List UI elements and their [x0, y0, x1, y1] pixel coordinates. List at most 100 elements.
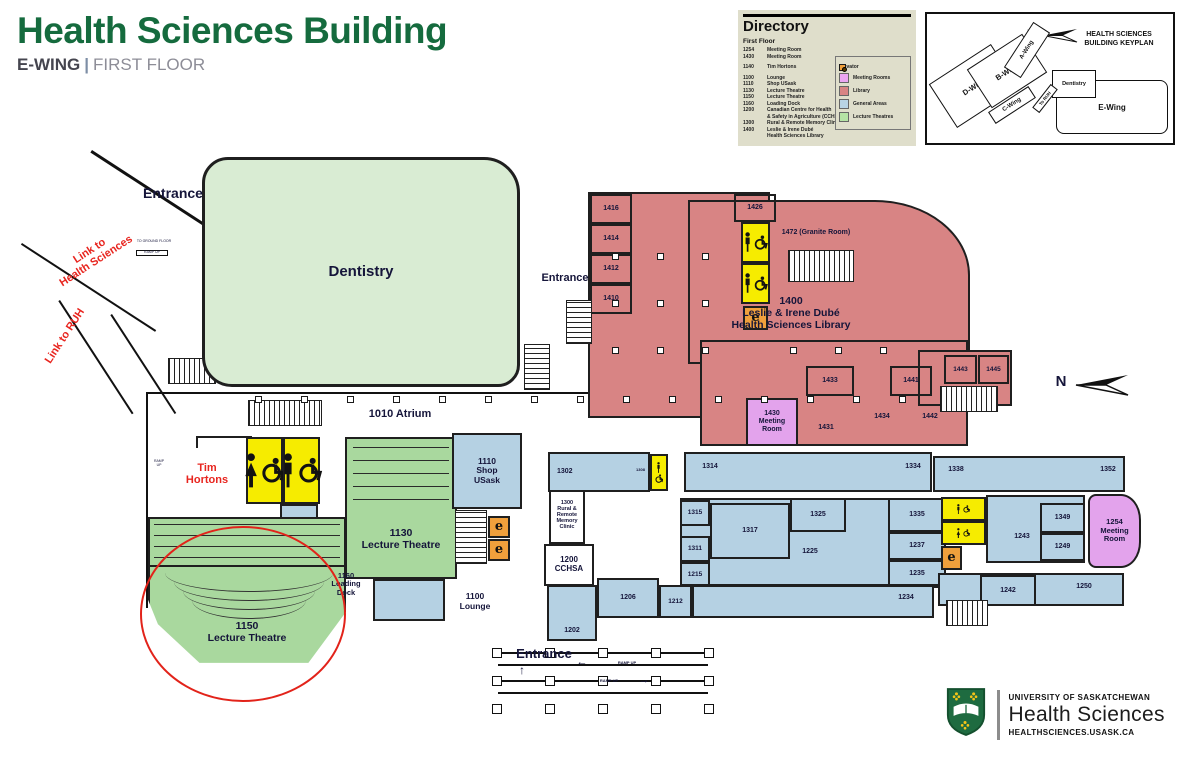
label-granite-room-text: 1472 (Granite Room) — [781, 229, 851, 236]
elevator: e — [743, 306, 768, 330]
pillar-dot — [657, 300, 664, 307]
label-1250: 1250 — [1062, 583, 1106, 591]
ramp-pillar — [651, 676, 661, 686]
male-icon — [743, 232, 752, 253]
pillar-dot — [612, 347, 619, 354]
ramp-pillar — [492, 704, 502, 714]
directory-topbar — [743, 14, 911, 17]
legend-label: Lecture Theatres — [853, 114, 894, 120]
stairs — [524, 344, 550, 390]
pillar-dot — [835, 347, 842, 354]
label-ramp-up-s1-text: RAMP UP — [617, 660, 637, 665]
logo-text: UNIVERSITY OF SASKATCHEWAN Health Scienc… — [1009, 693, 1165, 737]
room-1206-text: 1206 — [620, 594, 636, 602]
legend-item: Library — [839, 86, 907, 96]
arrow-up: ↑ — [514, 663, 530, 677]
legend-label: Meeting Rooms — [853, 75, 891, 81]
stairs-atrium — [248, 400, 322, 426]
ramp-pillar — [704, 704, 714, 714]
wheel-icon — [963, 505, 971, 513]
room-1242-text: 1242 — [1000, 586, 1016, 594]
stairs — [946, 600, 988, 626]
label-1442-text: 1442 — [922, 413, 938, 420]
pillar-dot — [657, 253, 664, 260]
washroom — [741, 222, 770, 263]
pillar-dot — [612, 300, 619, 307]
wheel-icon — [655, 474, 664, 483]
room-strip — [933, 456, 1125, 492]
room-1237-text: 1237 — [909, 542, 925, 550]
pillar-dot — [702, 253, 709, 260]
male-icon — [743, 273, 752, 294]
directory-entry-number: 1160 — [743, 100, 754, 107]
pillar-dot — [807, 396, 814, 403]
pillar-dot — [702, 300, 709, 307]
room-1212-text: 1212 — [668, 597, 683, 605]
room-1335-text: 1335 — [909, 511, 925, 519]
label-1225-text: 1225 — [802, 548, 818, 555]
legend-label: Elevator — [839, 64, 859, 70]
directory-title: Directory — [743, 18, 809, 35]
label-ramp-up-nw-text: RAMP UP — [144, 250, 160, 254]
room-1349-text: 1349 — [1054, 514, 1071, 522]
stairs — [940, 386, 998, 412]
pillar-dot — [702, 347, 709, 354]
room-1249-text: 1249 — [1054, 543, 1071, 551]
label-tim-hortons: Tim Hortons — [170, 462, 244, 487]
usask-shield-icon — [945, 686, 987, 743]
legend-label: General Areas — [853, 101, 887, 107]
directory-entry-number: 1254 — [743, 47, 755, 53]
room-1445-text: 1445 — [986, 365, 1001, 373]
directory-entry-number: 1430 — [743, 53, 755, 60]
label-1160-loading-dock: 1160 Loading Dock — [320, 571, 372, 597]
wheel-icon — [754, 276, 768, 291]
room-1414: 1414 — [590, 224, 632, 254]
male-icon — [956, 503, 961, 514]
label-1234-text: 1234 — [898, 594, 914, 601]
wheel-icon — [298, 457, 323, 484]
pillar-dot — [899, 396, 906, 403]
ramp-pillar — [492, 648, 502, 658]
ramp-pillar — [545, 676, 555, 686]
logo-health-sciences-line: Health Sciences — [1008, 702, 1165, 726]
label-ramp-up-w: RAMP UP — [148, 459, 170, 468]
room-1202-text: 1202 — [564, 627, 580, 635]
pillar-dot — [439, 396, 446, 403]
tim-hortons-counter — [196, 436, 252, 448]
label-link-ruh: Link to RUH — [30, 287, 100, 386]
room-1433: 1433 — [806, 366, 854, 396]
room-loading-dock-area — [373, 579, 445, 621]
room-block — [986, 495, 1085, 563]
pillar-dot — [853, 396, 860, 403]
label-1431: 1431 — [806, 424, 846, 432]
elevator: e — [488, 516, 510, 538]
stairs — [455, 510, 487, 564]
directory-entry-name: Loading Dock — [767, 100, 801, 107]
room-1317-text: 1317 — [742, 527, 758, 535]
label-1352: 1352 — [1088, 466, 1128, 474]
pillar-dot — [657, 347, 664, 354]
washroom — [941, 521, 986, 545]
ramp-rail — [498, 664, 708, 666]
pillar-dot — [669, 396, 676, 403]
label-entrance-nw: Entrance — [118, 185, 228, 202]
ramp-pillar — [545, 648, 555, 658]
building-keyplan: HEALTH SCIENCES BUILDING KEYPLAN N D-Win… — [925, 12, 1175, 145]
male-icon — [280, 453, 296, 488]
wall-diagonal — [110, 314, 177, 415]
legend-swatch — [839, 112, 849, 122]
keyplan-wing-dentistry: Dentistry — [1052, 70, 1096, 98]
label-to-ground-floor-text: TO GROUND FLOOR — [136, 239, 172, 243]
legend-item: General Areas — [839, 99, 907, 109]
room-block — [680, 498, 946, 586]
label-1234: 1234 — [886, 594, 926, 602]
room-1212: 1212 — [659, 585, 692, 618]
label-1338: 1338 — [936, 466, 976, 474]
